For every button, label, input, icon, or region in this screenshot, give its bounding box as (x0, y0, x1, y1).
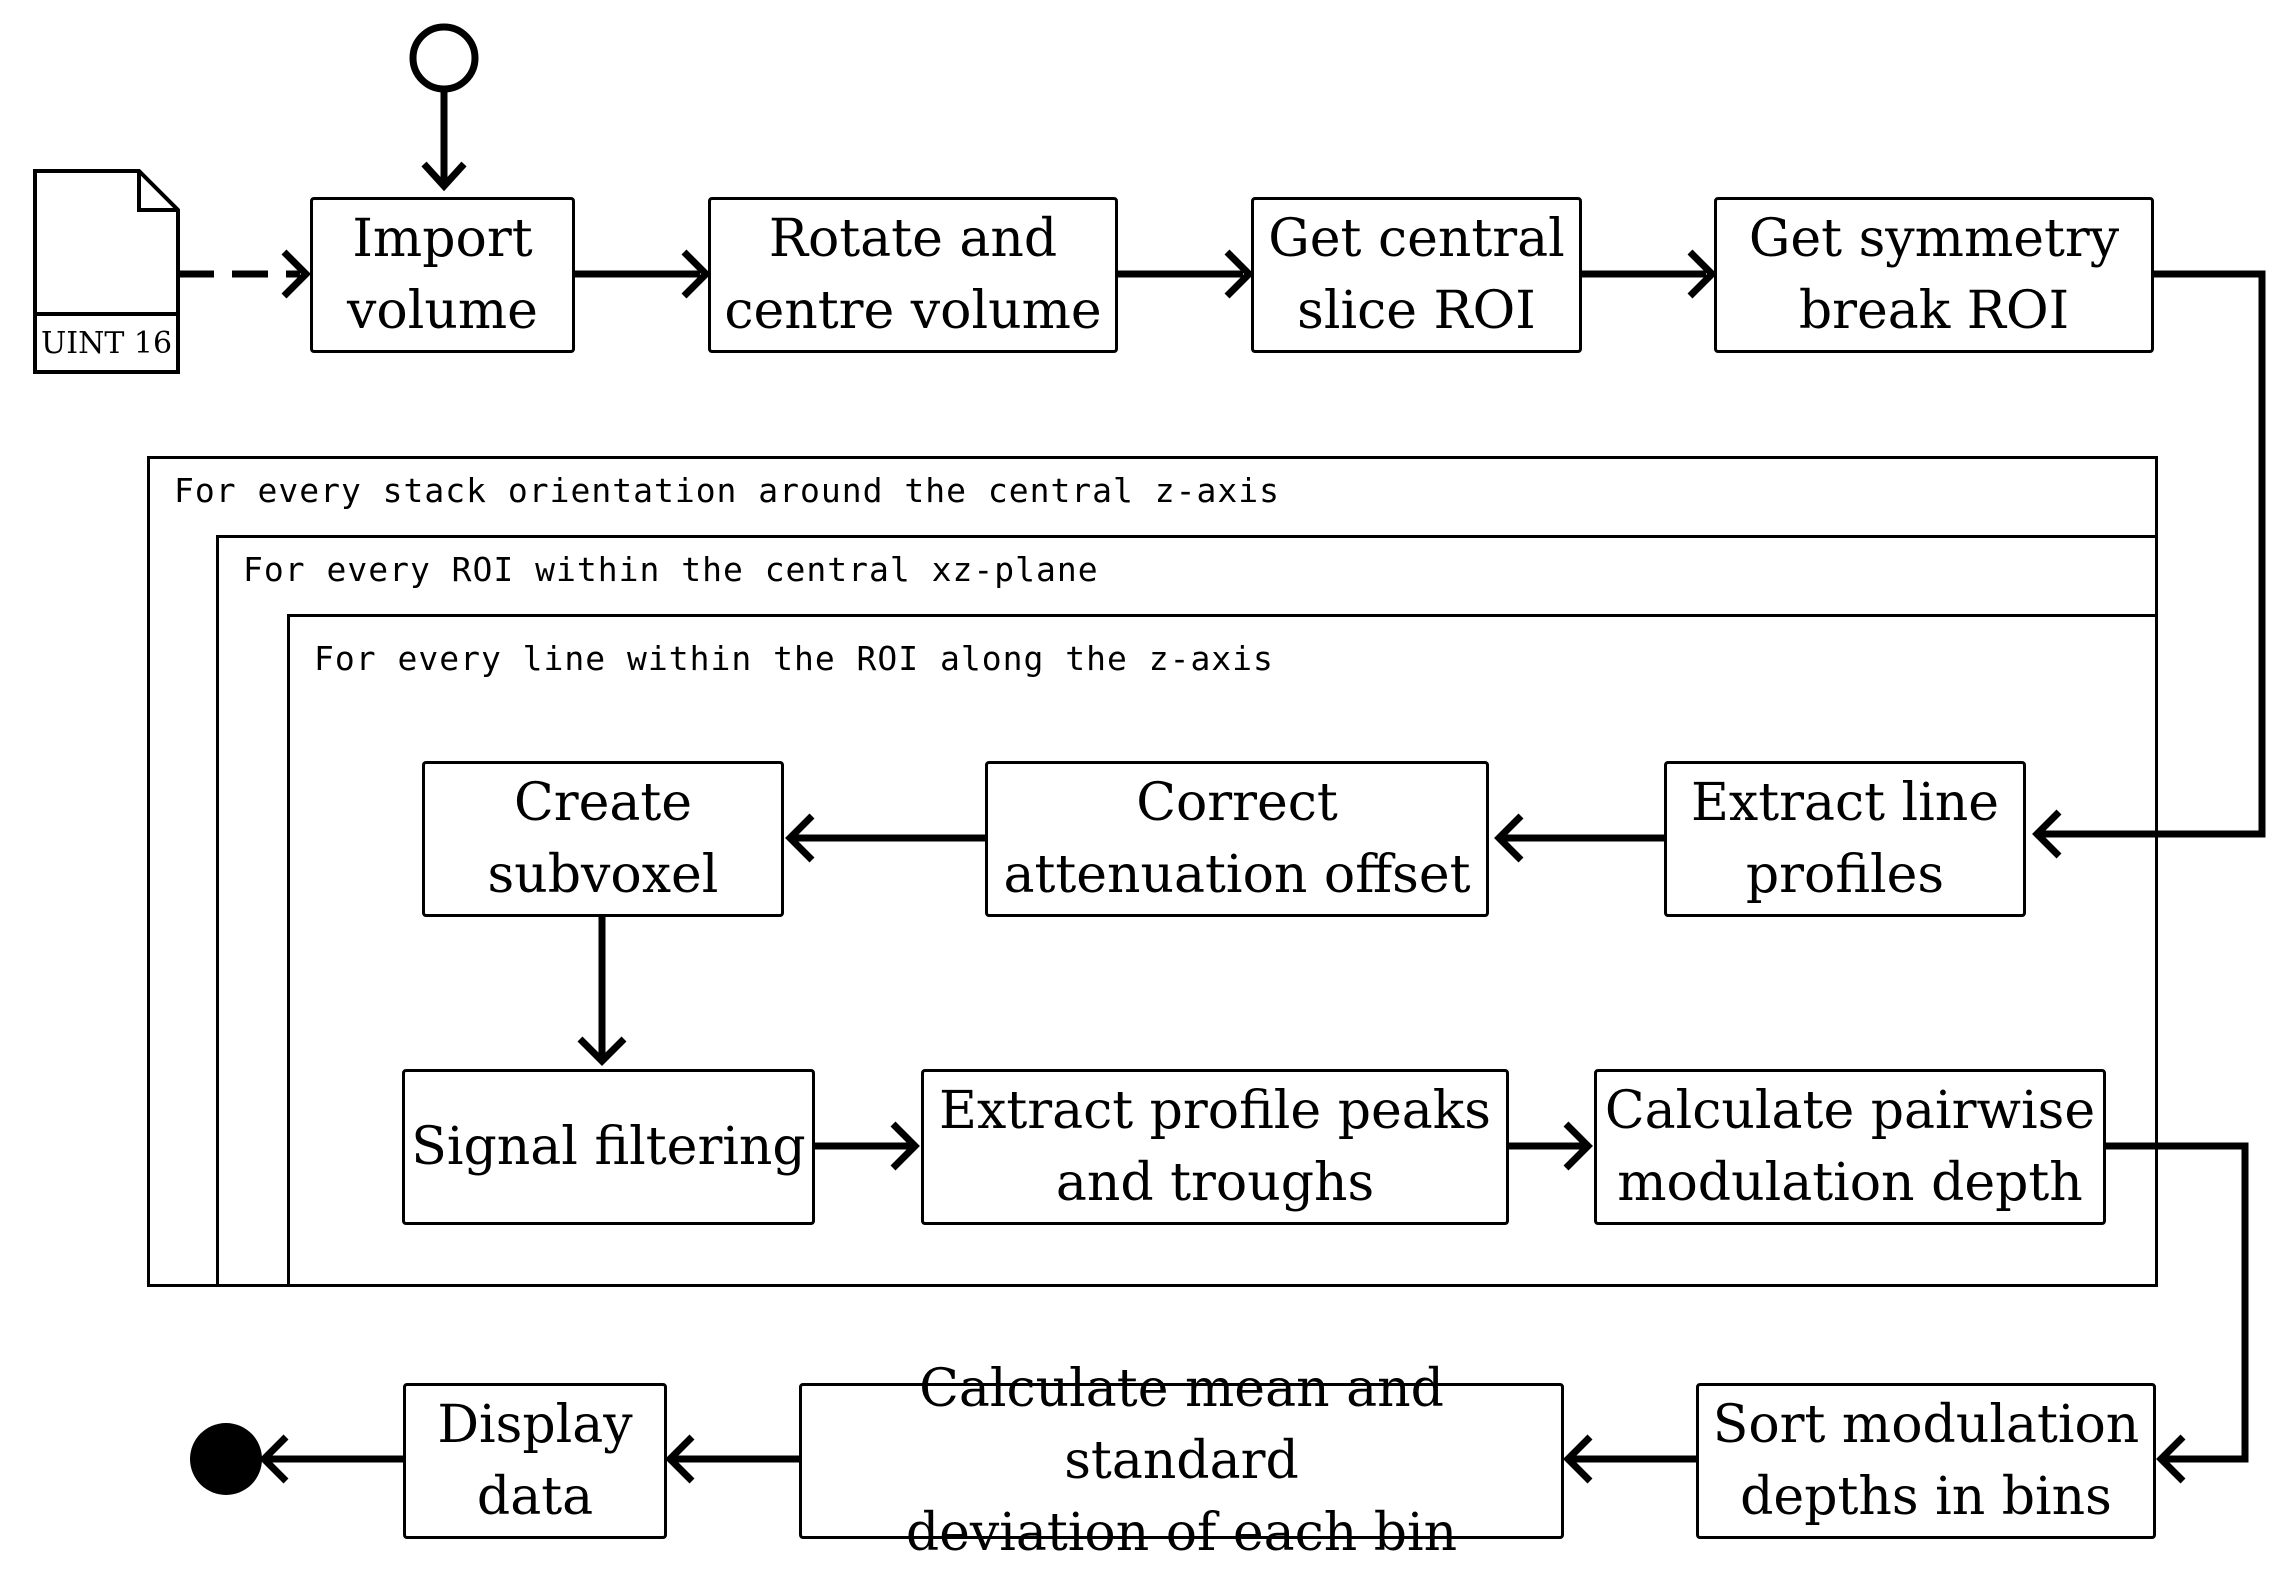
start-node (409, 23, 479, 93)
arrowhead (1563, 1434, 1593, 1484)
step-sort-modulation-depths: Sort modulation depths in bins (1696, 1383, 2156, 1539)
step-rotate-centre-volume: Rotate and centre volume (708, 197, 1118, 353)
step-calculate-mean-std: Calculate mean and standard deviation of… (799, 1359, 1564, 1563)
loop-label-stack-orientation: For every stack orientation around the c… (174, 471, 1280, 510)
step-display-data: Display data (403, 1383, 667, 1539)
step-import-volume: Import volume (310, 197, 575, 353)
end-node (190, 1423, 262, 1495)
step-create-subvoxel: Create subvoxel (422, 761, 784, 917)
step-get-symmetry-break-roi: Get symmetry break ROI (1714, 197, 2154, 353)
step-get-central-slice-roi: Get central slice ROI (1251, 197, 1582, 353)
arrowhead (785, 813, 815, 863)
document-format-label: UINT 16 (40, 326, 173, 361)
step-signal-filtering: Signal filtering (402, 1069, 815, 1225)
arrowhead (259, 1434, 289, 1484)
arrowhead (2156, 1434, 2186, 1484)
arrow-pairwise-to-sort (2106, 1142, 2249, 1463)
step-correct-attenuation-offset: Correct attenuation offset (985, 761, 1489, 917)
arrowhead (1563, 1121, 1593, 1171)
arrowhead (577, 1036, 627, 1066)
loop-label-roi: For every ROI within the central xz-plan… (243, 550, 1099, 589)
arrowhead (1687, 249, 1717, 299)
step-extract-profile-peaks-troughs: Extract profile peaks and troughs (921, 1069, 1509, 1225)
loop-label-line: For every line within the ROI along the … (314, 639, 1274, 678)
arrowhead (421, 161, 467, 192)
loop-frame-line: For every line within the ROI along the … (287, 614, 2158, 1287)
arrow-symmetry-to-extract-profiles (2037, 270, 2266, 838)
document-file: UINT 16 (35, 314, 178, 372)
step-calculate-pairwise-modulation-depth: Calculate pairwise modulation depth (1594, 1069, 2106, 1225)
arrowhead (281, 249, 311, 299)
step-extract-line-profiles: Extract line profiles (1664, 761, 2026, 917)
arrowhead (890, 1121, 920, 1171)
arrowhead (2032, 809, 2062, 859)
arrowhead (681, 249, 711, 299)
arrowhead (1494, 813, 1524, 863)
document-icon (33, 169, 180, 374)
arrowhead (665, 1434, 695, 1484)
arrowhead (1224, 249, 1254, 299)
